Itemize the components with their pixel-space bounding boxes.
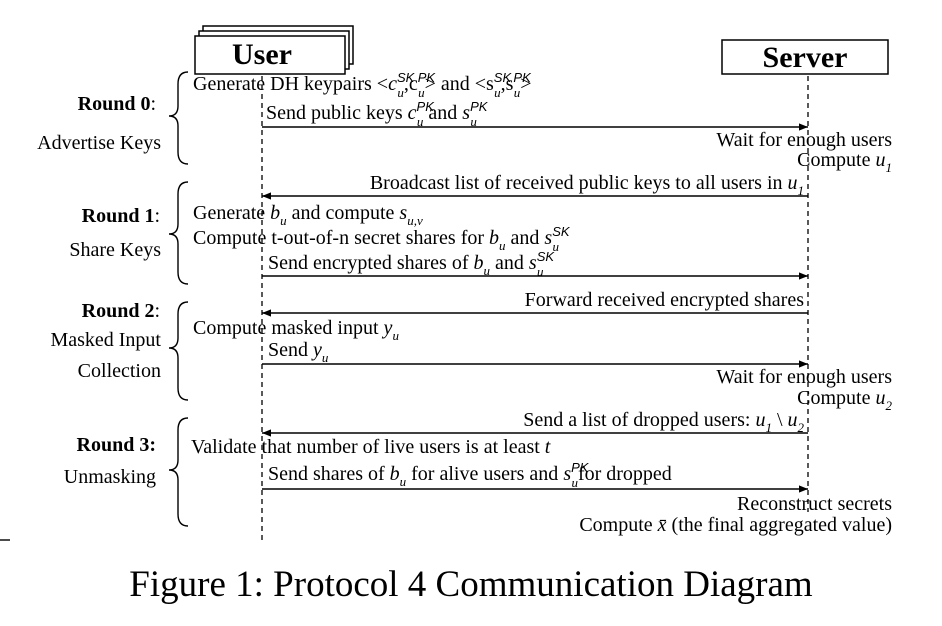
label-send-dropped-list: Send a list of dropped users: u1 \ u2 xyxy=(523,409,804,435)
label-wait-users-1: Wait for enough users xyxy=(716,129,892,151)
round-3-label: Round 3: Unmasking xyxy=(64,434,156,488)
svg-text:Advertise Keys: Advertise Keys xyxy=(37,132,161,154)
svg-text:Round 0:: Round 0: xyxy=(78,93,156,115)
label-compute-u1: Compute u1 xyxy=(797,149,892,175)
label-compute-masked-input: Compute masked input yu xyxy=(193,317,399,343)
svg-text:Round 3:: Round 3: xyxy=(77,434,156,456)
figure-caption: Figure 1: Protocol 4 Communication Diagr… xyxy=(129,564,813,605)
round-1-brace xyxy=(168,181,189,285)
server-actor: Server xyxy=(721,39,889,75)
label-wait-users-2: Wait for enough users xyxy=(716,366,892,388)
server-label: Server xyxy=(763,41,848,74)
svg-text:Collection: Collection xyxy=(78,360,161,382)
svg-text:Unmasking: Unmasking xyxy=(64,466,156,488)
round-2-label: Round 2: Masked Input Collection xyxy=(50,300,161,382)
round-1-label: Round 1: Share Keys xyxy=(69,205,161,261)
round-2-brace xyxy=(168,301,189,401)
svg-text:Masked Input: Masked Input xyxy=(50,329,161,351)
label-compute-shares: Compute t-out-of-n secret shares for bu … xyxy=(193,224,571,254)
svg-text:Share Keys: Share Keys xyxy=(69,239,161,261)
user-actor: User xyxy=(194,25,354,75)
label-forward-shares: Forward received encrypted shares xyxy=(525,289,805,311)
protocol-diagram: User Server Round 0: Advertise Keys Roun… xyxy=(0,25,893,541)
label-compute-u2: Compute u2 xyxy=(797,387,892,413)
round-3-brace xyxy=(168,417,189,527)
user-label: User xyxy=(232,38,292,71)
label-broadcast-list: Broadcast list of received public keys t… xyxy=(370,172,804,198)
round-0-brace xyxy=(168,71,189,165)
label-compute-xbar: Compute x̄ (the final aggregated value) xyxy=(579,514,892,536)
label-generate-bu: Generate bu and compute su,v xyxy=(193,202,423,228)
label-reconstruct-secrets: Reconstruct secrets xyxy=(737,493,892,515)
svg-text:Round 1:: Round 1: xyxy=(82,205,160,227)
label-send-shares-alive: Send shares of bu for alive users and sP… xyxy=(268,460,672,490)
round-0-label: Round 0: Advertise Keys xyxy=(37,93,161,154)
svg-text:Round 2:: Round 2: xyxy=(82,300,160,322)
label-send-yu: Send yu xyxy=(268,339,329,365)
label-validate-live-users: Validate that number of live users is at… xyxy=(191,436,551,458)
